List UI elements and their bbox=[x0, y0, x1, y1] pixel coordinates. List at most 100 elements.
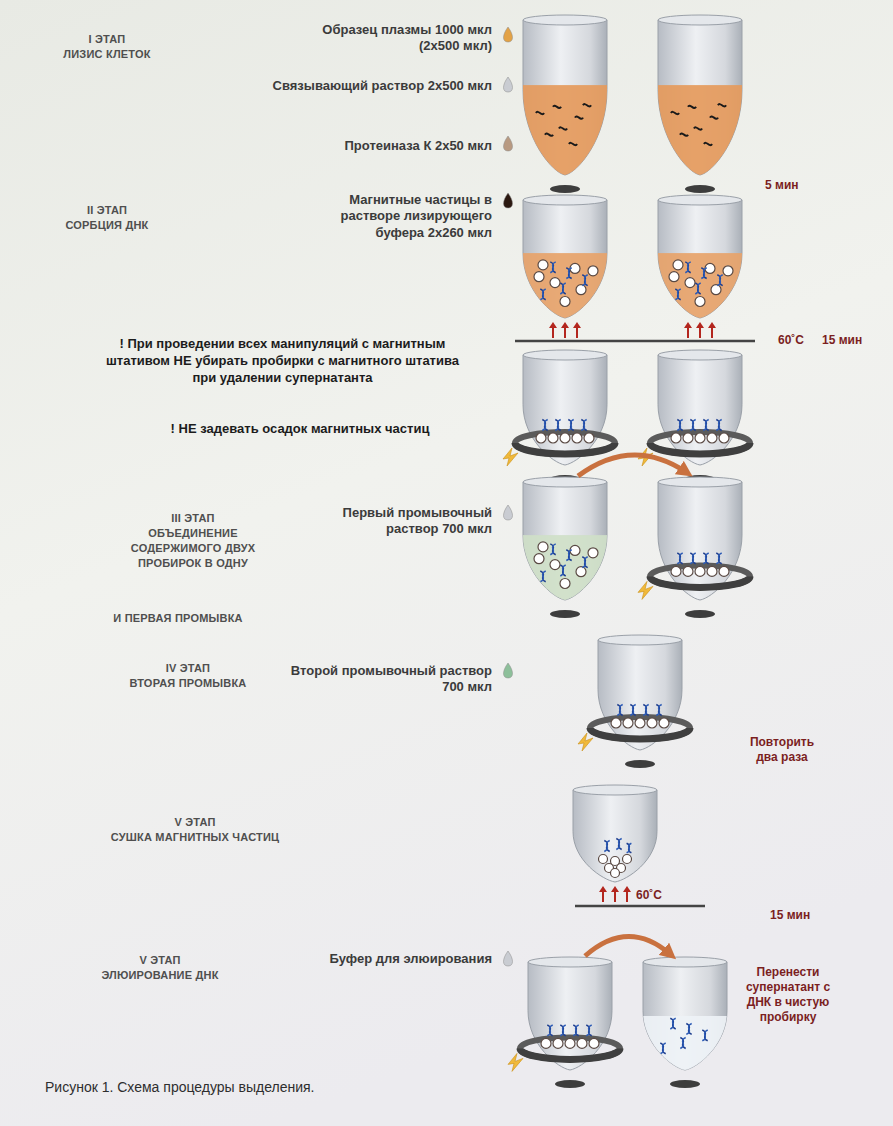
magnet-ring-front bbox=[650, 576, 750, 587]
stage-heading: И ПЕРВАЯ ПРОМЫВКА bbox=[93, 611, 263, 626]
reagent-label: Образец плазмы 1000 мкл (2х500 мкл) bbox=[302, 22, 492, 55]
stand-shadow bbox=[550, 185, 580, 193]
stand-shadow bbox=[550, 610, 580, 618]
dna-strand bbox=[695, 283, 700, 294]
dna-strand bbox=[617, 705, 622, 716]
dna-strand bbox=[677, 553, 682, 564]
stage-heading: IV ЭТАП bbox=[118, 661, 258, 676]
magnetic-particle bbox=[683, 433, 693, 443]
liquid bbox=[520, 535, 610, 653]
tube-contents bbox=[599, 855, 632, 878]
magnetic-particle bbox=[683, 566, 693, 576]
magnetic-particle bbox=[719, 566, 729, 576]
reagent-label: Второй промывочный раствор 700 мкл bbox=[287, 663, 492, 696]
dna-strand bbox=[703, 420, 708, 431]
dna-strand bbox=[703, 553, 708, 564]
heat-arrow bbox=[576, 327, 578, 338]
dna-strand bbox=[695, 283, 700, 294]
stage-heading: ЭЛЮИРОВАНИЕ ДНК bbox=[90, 968, 230, 983]
dna-strand bbox=[627, 843, 632, 853]
dna-strand bbox=[581, 420, 586, 431]
liquid bbox=[520, 253, 610, 371]
magnetic-particle bbox=[588, 266, 598, 276]
stage-heading: II ЭТАП bbox=[47, 203, 167, 218]
heat-arrow bbox=[602, 891, 604, 902]
dna-strand bbox=[540, 571, 545, 582]
magnetic-particle bbox=[588, 548, 598, 558]
magnet-ring-front bbox=[520, 1048, 620, 1059]
tube-rim bbox=[643, 957, 727, 967]
magnetic-particle bbox=[723, 266, 733, 276]
dna-strand bbox=[560, 565, 565, 576]
dna-strand bbox=[643, 705, 648, 716]
stage-heading: V ЭТАП bbox=[125, 815, 265, 830]
tube-contents bbox=[520, 535, 610, 653]
heat-arrow-head bbox=[599, 886, 607, 892]
dna-strand bbox=[675, 289, 680, 300]
magnetic-particle bbox=[669, 272, 679, 282]
stand-shadow bbox=[685, 185, 715, 193]
tube-rim bbox=[573, 785, 657, 795]
dna-strand bbox=[616, 839, 621, 850]
dna-strand bbox=[716, 420, 721, 431]
tube-rim bbox=[598, 635, 682, 645]
dna-strand bbox=[716, 420, 721, 431]
magnetic-particle bbox=[695, 566, 705, 576]
tube bbox=[650, 477, 750, 618]
dna-strand bbox=[547, 1025, 552, 1036]
dna-strand bbox=[550, 262, 555, 273]
reagent-label: Связывающий раствор 2х500 мкл bbox=[273, 78, 492, 94]
warning-note: ! НЕ задевать осадок магнитных частиц bbox=[150, 421, 450, 438]
dna-strand bbox=[555, 420, 560, 431]
stage-heading: ЛИЗИС КЛЕТОК bbox=[47, 47, 167, 62]
dna-strand bbox=[550, 262, 555, 273]
tube-rim bbox=[523, 15, 607, 25]
dna-strand bbox=[701, 268, 706, 279]
tube-contents bbox=[520, 253, 610, 371]
dna-strand bbox=[703, 553, 708, 564]
tube-contents bbox=[655, 253, 745, 371]
dna-strand bbox=[547, 1025, 552, 1036]
magnetic-particle bbox=[534, 554, 544, 564]
magnetic-particle bbox=[550, 560, 560, 570]
dna-strand bbox=[702, 1030, 707, 1041]
dna-strand bbox=[560, 283, 565, 294]
magnetic-particle bbox=[671, 433, 681, 443]
dna-strand bbox=[566, 550, 571, 561]
reagent-drop bbox=[504, 27, 513, 42]
magnetic-particle bbox=[538, 542, 548, 552]
dna-strand bbox=[582, 275, 587, 286]
magnetic-particle bbox=[719, 433, 729, 443]
magnetic-particle bbox=[623, 855, 632, 864]
cell bbox=[710, 116, 718, 118]
magnetic-particle bbox=[572, 433, 582, 443]
dna-strand bbox=[680, 1038, 685, 1049]
magnetic-particle bbox=[707, 433, 717, 443]
transfer-arrow bbox=[585, 936, 670, 956]
magnetic-particle bbox=[576, 567, 586, 577]
tube-rim bbox=[658, 195, 742, 205]
dna-strand bbox=[717, 275, 722, 286]
tube bbox=[655, 195, 745, 371]
dna-strand bbox=[685, 262, 690, 273]
cell bbox=[718, 104, 726, 106]
magnetic-particle bbox=[576, 285, 586, 295]
tube bbox=[520, 195, 610, 371]
dna-strand bbox=[701, 268, 706, 279]
stage-heading: III ЭТАП bbox=[128, 511, 258, 526]
hot-plate bbox=[575, 905, 705, 908]
magnetic-particle bbox=[695, 433, 705, 443]
magnetic-particle bbox=[647, 718, 657, 728]
dna-strand bbox=[685, 262, 690, 273]
dna-strand bbox=[660, 1043, 665, 1054]
dna-strand bbox=[716, 553, 721, 564]
reagent-drop bbox=[504, 951, 513, 966]
magnet-ring-back bbox=[520, 1037, 620, 1059]
tube-rim bbox=[528, 957, 612, 967]
dna-strand bbox=[582, 275, 587, 286]
stage-heading: СУШКА МАГНИТНЫХ ЧАСТИЦ bbox=[90, 830, 300, 845]
magnetic-particle bbox=[671, 566, 681, 576]
dna-strand bbox=[604, 841, 609, 852]
reagent-label: Протеиназа К 2х50 мкл bbox=[345, 138, 492, 154]
